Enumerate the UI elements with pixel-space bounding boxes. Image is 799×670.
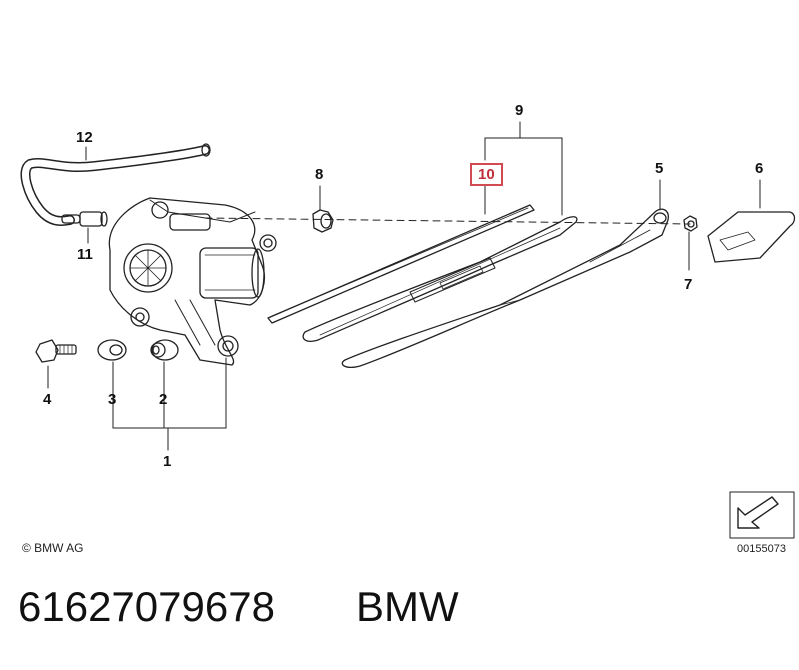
brand-name: BMW (356, 583, 459, 630)
small-nut-part (683, 215, 698, 232)
leader-lines (47, 121, 690, 451)
callout-4: 4 (43, 391, 52, 408)
wiper-motor-part (108, 197, 277, 366)
blade-insert-part (267, 204, 535, 324)
rubber-mount-part (97, 339, 127, 361)
callout-2: 2 (159, 391, 168, 408)
callout-1: 1 (163, 453, 172, 470)
cover-cap-part (707, 179, 796, 263)
callout-9: 9 (515, 102, 524, 119)
view-direction-icon (729, 491, 795, 539)
wiper-arm-part (341, 208, 669, 368)
wiper-blade-part (302, 216, 578, 342)
diagram-reference-number: 00155073 (737, 543, 786, 555)
copyright-label: © BMW AG (22, 541, 84, 555)
callout-10-highlighted: 10 (470, 163, 503, 186)
washer-hose-part (20, 143, 211, 226)
callout-11: 11 (77, 246, 93, 263)
bushing-part (150, 339, 179, 361)
callout-6: 6 (755, 160, 764, 177)
callout-7: 7 (684, 276, 693, 293)
bolt-part (35, 339, 77, 363)
nut-part (312, 209, 334, 233)
hose-connector-part (61, 211, 108, 227)
part-number: 61627079678 (18, 583, 275, 630)
callout-12: 12 (76, 129, 93, 146)
callout-8: 8 (315, 166, 324, 183)
callout-5: 5 (655, 160, 664, 177)
callout-3: 3 (108, 391, 117, 408)
assembly-axis-line (204, 217, 691, 225)
